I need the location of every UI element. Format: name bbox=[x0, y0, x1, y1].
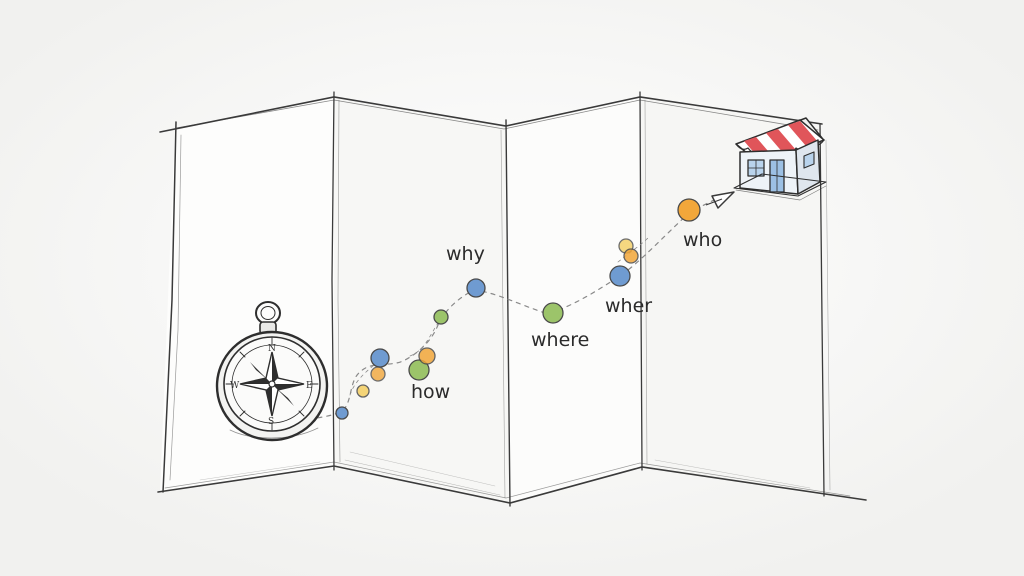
compass-west: W bbox=[230, 381, 240, 391]
label-who: who bbox=[683, 229, 722, 251]
label-how: how bbox=[411, 381, 450, 403]
route-dot bbox=[418, 347, 436, 365]
compass-south: S bbox=[268, 417, 274, 427]
route-labels: why how where wher who bbox=[411, 229, 722, 403]
route-dot bbox=[623, 248, 639, 264]
route-dots bbox=[335, 198, 701, 420]
route-dot bbox=[370, 366, 386, 382]
route-dot bbox=[542, 302, 564, 324]
compass-east: E bbox=[306, 381, 313, 391]
route-dot bbox=[609, 265, 631, 287]
label-wher: wher bbox=[605, 295, 652, 317]
route-dot bbox=[466, 278, 486, 298]
route-dot bbox=[677, 198, 701, 222]
route-dot bbox=[335, 406, 349, 420]
route-dot bbox=[408, 359, 430, 381]
label-where: where bbox=[531, 329, 589, 351]
arrow-head-icon bbox=[705, 191, 735, 209]
route-dot bbox=[433, 309, 449, 325]
label-why: why bbox=[446, 243, 485, 265]
route-dot bbox=[356, 384, 370, 398]
compass-icon: N S E W bbox=[215, 301, 329, 442]
shop-icon bbox=[733, 117, 827, 201]
compass-north: N bbox=[268, 344, 276, 354]
route-dot bbox=[370, 348, 390, 368]
